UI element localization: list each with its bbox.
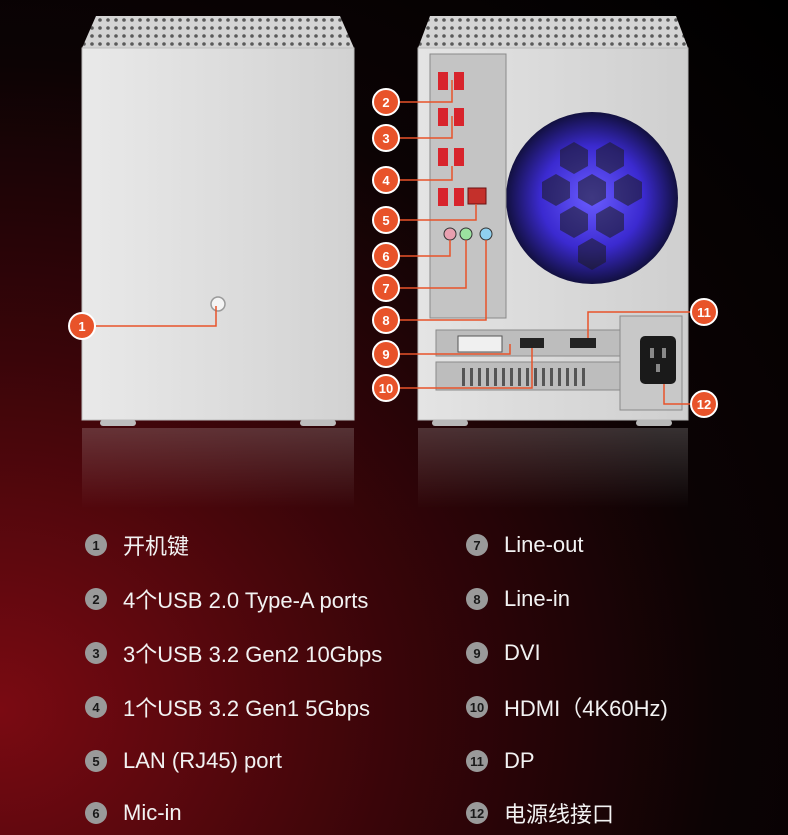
legend-label: Line-in — [504, 586, 571, 611]
legend-item: 7 Line-out — [466, 530, 584, 560]
legend-item: 12 电源线接口 — [466, 798, 614, 828]
callout-2: 2 — [372, 88, 400, 116]
usb32g2-port[interactable] — [454, 148, 464, 166]
product-photo — [81, 16, 690, 508]
legend-item: 1 开机键 — [85, 530, 189, 560]
usb32g1-port[interactable] — [454, 188, 464, 206]
mic-in-jack[interactable] — [443, 227, 457, 241]
legend-label: 3个USB 3.2 Gen2 10Gbps — [123, 642, 383, 667]
legend-number: 3 — [85, 642, 107, 664]
power-inlet[interactable] — [640, 336, 676, 384]
legend-number: 5 — [85, 750, 107, 772]
legend-item: 10 HDMI（4K60Hz) — [466, 692, 668, 722]
legend-item: 4 1个USB 3.2 Gen1 5Gbps — [85, 692, 370, 722]
legend-item: 11 DP — [466, 746, 535, 776]
line-in-jack[interactable] — [479, 227, 493, 241]
hdmi-port[interactable] — [520, 338, 544, 348]
legend-number: 6 — [85, 802, 107, 824]
callout-5: 5 — [372, 206, 400, 234]
legend-item: 6 Mic-in — [85, 798, 182, 828]
lan-port[interactable] — [467, 187, 487, 205]
power-button[interactable] — [210, 296, 226, 312]
legend-label: DVI — [504, 640, 541, 665]
callout-11: 11 — [690, 298, 718, 326]
legend-item: 2 4个USB 2.0 Type-A ports — [85, 584, 368, 614]
legend-label: 1个USB 3.2 Gen1 5Gbps — [123, 696, 371, 721]
legend-label: Line-out — [504, 532, 584, 557]
callout-3: 3 — [372, 124, 400, 152]
callout-4: 4 — [372, 166, 400, 194]
legend-label: LAN (RJ45) port — [123, 748, 282, 773]
callout-7: 7 — [372, 274, 400, 302]
legend-item: 8 Line-in — [466, 584, 570, 614]
dvi-port[interactable] — [457, 335, 503, 353]
usb32g2-port[interactable] — [438, 188, 448, 206]
callout-1: 1 — [68, 312, 96, 340]
legend-number: 8 — [466, 588, 488, 610]
legend-label: HDMI（4K60Hz) — [504, 696, 668, 721]
usb32g2-port[interactable] — [438, 148, 448, 166]
legend-label: Mic-in — [123, 800, 182, 825]
legend-number: 12 — [466, 802, 488, 824]
legend-number: 11 — [466, 750, 488, 772]
legend-label: 4个USB 2.0 Type-A ports — [123, 588, 369, 613]
case-back — [417, 16, 689, 508]
legend-label: DP — [504, 748, 535, 773]
legend-number: 1 — [85, 534, 107, 556]
port-legend: 1 开机键 2 4个USB 2.0 Type-A ports 3 3个USB 3… — [0, 524, 788, 835]
legend-label: 电源线接口 — [504, 802, 615, 827]
legend-item: 3 3个USB 3.2 Gen2 10Gbps — [85, 638, 382, 668]
legend-number: 2 — [85, 588, 107, 610]
legend-item: 9 DVI — [466, 638, 541, 668]
legend-number: 7 — [466, 534, 488, 556]
usb2-port[interactable] — [454, 72, 464, 90]
line-out-jack[interactable] — [459, 227, 473, 241]
usb2-port[interactable] — [454, 108, 464, 126]
legend-number: 4 — [85, 696, 107, 718]
legend-item: 5 LAN (RJ45) port — [85, 746, 282, 776]
usb2-port[interactable] — [438, 72, 448, 90]
callout-10: 10 — [372, 374, 400, 402]
legend-number: 9 — [466, 642, 488, 664]
legend-number: 10 — [466, 696, 488, 718]
callout-12: 12 — [690, 390, 718, 418]
case-front — [81, 16, 355, 508]
dp-port[interactable] — [570, 338, 596, 348]
callout-9: 9 — [372, 340, 400, 368]
callout-6: 6 — [372, 242, 400, 270]
usb2-port[interactable] — [438, 108, 448, 126]
legend-label: 开机键 — [123, 534, 190, 559]
callout-8: 8 — [372, 306, 400, 334]
